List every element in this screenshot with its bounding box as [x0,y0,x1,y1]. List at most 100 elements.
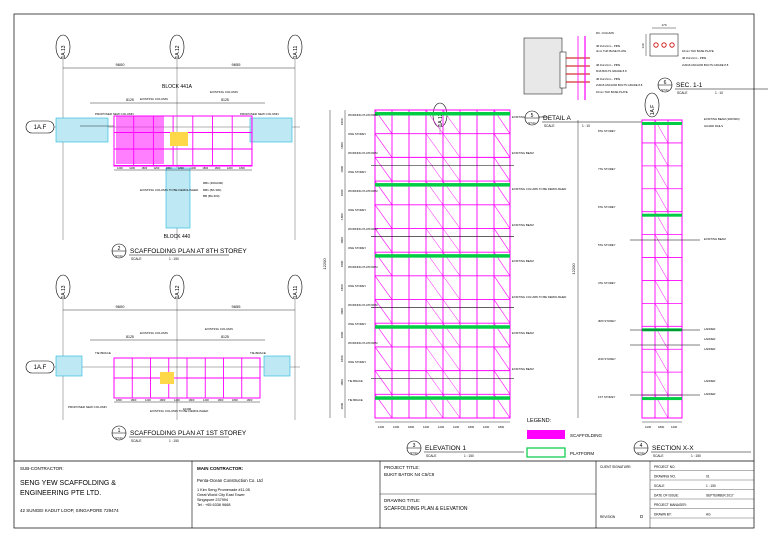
scaffold-fill-left [116,116,164,164]
bay-dim: 1200 [203,398,209,402]
view-title: SCAFFOLDING PLAN AT 8TH STOREY [130,248,247,255]
callout: TIE BRACE [95,351,111,355]
left-label: ONE STOREY [348,170,366,174]
scaffold-brace [425,299,444,324]
left-label: ONE STOREY [348,132,366,136]
ladder-brace [654,303,669,327]
lift-dim: 1800 [340,118,344,125]
grid-label: 1A.13 [61,285,67,298]
scale-value: 1 : 150 [169,257,179,261]
sub-contractor-label: SUB-CONTRACTOR: [20,466,64,471]
scaffold-brace [425,228,444,253]
storey-label: 6TH STOREY [598,205,616,209]
view-ref: ST.01 [410,451,418,455]
ladder-brace [654,234,669,258]
left-label: WORKING PLATFORM [348,151,378,155]
lift-dim: 1800 [340,308,344,315]
grid-label: 1A.F [650,105,656,116]
bottom-dim: 1200 [645,425,652,429]
slab-right [249,117,293,143]
bay-dim: 1800 [247,398,253,402]
scaffold-brace [493,370,511,395]
tb-field-label: PROJECT MANAGER: [654,503,687,507]
lift-dim: 1800 [340,260,344,267]
callout: EXISTING COLUMN TO BE DEMOLISHED [140,188,199,192]
grid-bubble [55,274,71,300]
view-ref: ST.01 [661,88,669,92]
row-grid-label: 1A.F [34,125,47,131]
scale-value: 1 : 10 [715,91,723,95]
bay-dim: 1800 [215,166,221,170]
scaffold-brace [493,228,511,253]
sub-contractor-name: SENG YEW SCAFFOLDING & [20,480,116,487]
view-title: DETAIL A [543,115,571,122]
scaffold-frame [641,119,683,419]
sub-contractor-name: ENGINEERING PTE LTD. [20,490,101,497]
view-number: 5 [531,113,534,119]
scaffold-brace [493,275,511,300]
bottom-dim: 1200 [378,425,385,429]
right-label: EXISTING BEAM [512,223,534,227]
working-platform [375,325,510,329]
left-label: ONE STOREY [348,360,366,364]
ladder-brace [654,257,669,281]
overall-dim: 12200 [571,263,576,275]
scaffold-brace [374,275,393,300]
view-number: 6 [664,80,667,86]
overall-dim: 12200 [322,258,327,270]
legend-label: PLATFORM [570,451,594,456]
scaffold-brace [425,346,444,371]
right-label: LADDER [704,392,715,396]
view-number: 1 [118,428,121,434]
bottom-dim: 1800 [408,425,415,429]
callout: EXISTING COLUMN [205,327,233,331]
lift-dim: 1800 [340,189,344,196]
lift-dim: 1800 [340,237,344,244]
left-label: ONE STOREY [348,208,366,212]
dim-text: 8125 [221,335,229,339]
scaffold-brace [442,299,461,324]
left-label: WORKING PLATFORM [348,189,378,193]
tb-field-value: 1 : 150 [706,484,716,488]
right-label: LADDER [704,327,715,331]
scaffold-brace [493,204,511,229]
main-contractor-label: MAIN CONTRACTOR: [197,466,244,471]
drawing-title-label: DRAWING TITLE: [384,498,420,503]
scaffold-frame [374,109,511,419]
revision-label: REVISION [600,515,616,519]
scaffold-brace [425,157,444,182]
bottom-dim: 1200 [453,425,460,429]
bay-dim: 1800 [141,166,147,170]
callout: EXISTING COLUMN [140,97,168,101]
block-label: BLOCK 440 [164,234,191,240]
bottom-dim: 1800 [468,425,475,429]
legend-label: SCAFFOLDING [570,433,603,438]
ladder-brace [654,188,669,212]
callout: EXISTING COLUMN [140,331,168,335]
scaffold-brace [442,204,461,229]
detail-callout: 48.3x3.2mm - PIPE [596,44,620,48]
storey-label: 4TH STOREY [598,281,616,285]
working-platform [642,213,682,217]
bottom-dim: 1200 [423,425,430,429]
grid-bubble [55,34,71,60]
dim-text: 9600 [116,62,126,67]
grid-bubble [287,274,303,300]
bottom-dim: 1800 [658,425,665,429]
left-label: ONE STOREY [348,284,366,288]
lift-dim: 1800 [340,355,344,362]
right-label: EXISTING COLUMN TO BE DEMOLISHED [512,187,566,191]
main-contractor-name: Penta-Ocean Construction Co. Ltd [197,478,263,483]
main-contractor-address: Singapore 237994 [197,498,228,502]
view-ref: ST.01 [115,436,123,440]
storey-label: 3RD STOREY [598,319,616,323]
bay-dim: 1200 [129,166,135,170]
bay-dim: 1800 [218,398,224,402]
scaffold-brace [442,228,461,253]
grid-label: 1A.12 [438,113,444,126]
bay-dim: 1200 [154,166,160,170]
view-title: ELEVATION 1 [425,445,466,452]
scaffold-brace [425,370,444,395]
view-title: SECTION X-X [652,445,694,452]
callout: PROPOSED NEW COLUMN [95,112,134,116]
